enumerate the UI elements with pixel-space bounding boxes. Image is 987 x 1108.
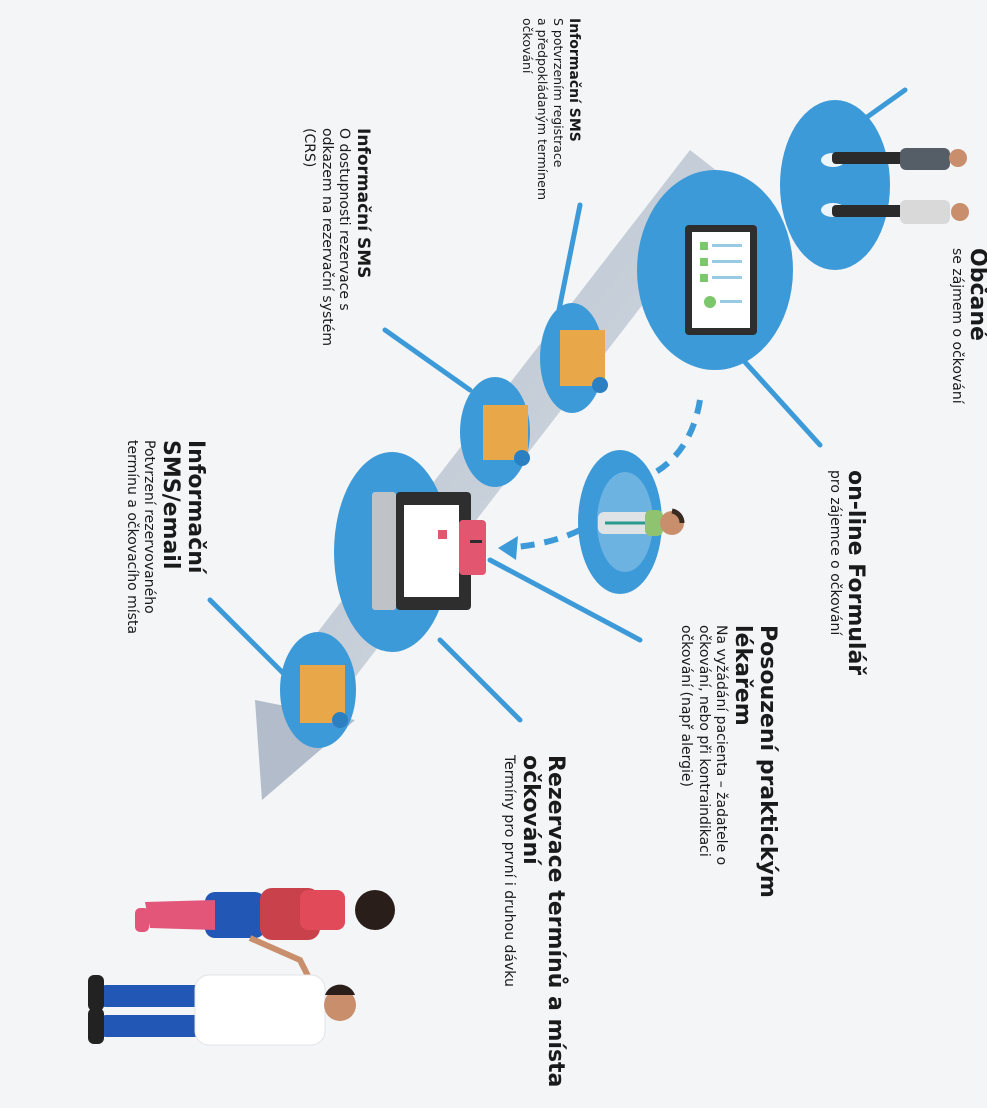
sms2-desc-2: odkazem na rezervační systém	[318, 128, 335, 347]
doctor-dashed-path	[504, 399, 703, 551]
sms2-title: Informační SMS	[353, 128, 373, 279]
sms1-desc-2: a předpokládaným termínem	[535, 18, 551, 201]
step-form-label: on-line Formulář pro zájemce o očkování	[825, 470, 868, 675]
step-citizens-label: Občané se zájmem o očkování	[947, 248, 987, 404]
sms3-desc-2: termínu a očkovacího místa	[123, 440, 140, 635]
step-reservation-desc: Termíny pro první i druhou dávku	[501, 755, 518, 987]
laptop-icon	[372, 492, 486, 610]
sms1-desc-3: očkování	[519, 18, 535, 74]
sms3-label: Informační SMS/email Potvrzení rezervova…	[122, 440, 208, 634]
step-reservation-label: Rezervace termínů a místa očkování Termí…	[500, 755, 568, 1087]
step-form-title: on-line Formulář	[843, 470, 868, 676]
people-icon	[821, 148, 969, 224]
step-reservation-title-1: Rezervace termínů a místa	[543, 755, 568, 1088]
online-form-icon	[685, 225, 757, 335]
sms2-desc-3: (CRS)	[301, 128, 318, 168]
envelope-icon	[300, 665, 348, 728]
envelope-icon	[560, 330, 608, 393]
step-form-desc: pro zájemce o očkování	[826, 470, 843, 636]
step-doctor-title-1: Posouzení praktickým	[755, 625, 780, 898]
sms3-desc-1: Potvrzení rezervovaného	[141, 440, 158, 614]
citizens-disc	[780, 100, 890, 270]
dashed-arrowhead	[498, 536, 518, 560]
sms1-label: Informační SMS S potvrzením registrace a…	[519, 18, 582, 200]
sms2-desc-1: O dostupnosti rezervace s	[336, 128, 353, 311]
step-doctor-desc-3: očkování (např alergie)	[678, 625, 695, 787]
sms1-desc-1: S potvrzením registrace	[550, 18, 566, 168]
step-citizens-title: Občané	[965, 248, 987, 341]
step-doctor-desc-1: Na vyžádání pacienta – žadatele o	[713, 625, 730, 866]
step-doctor-desc-2: očkování, nebo při kontraindikaci	[695, 625, 712, 857]
envelope-icon	[483, 405, 530, 466]
sms3-title-2: SMS/email	[157, 440, 183, 570]
patients-icon	[88, 888, 395, 1046]
step-doctor-label: Posouzení praktickým lékařem Na vyžádání…	[677, 625, 780, 898]
step-reservation-title-2: očkování	[517, 755, 543, 865]
doctor-icon	[598, 508, 685, 536]
sms1-title: Informační SMS	[566, 18, 582, 142]
step-citizens-desc: se zájmem o očkování	[948, 248, 965, 404]
sms2-label: Informační SMS O dostupnosti rezervace s…	[300, 128, 373, 347]
sms3-title-1: Informační	[183, 440, 208, 574]
step-doctor-title-2: lékařem	[729, 625, 755, 726]
